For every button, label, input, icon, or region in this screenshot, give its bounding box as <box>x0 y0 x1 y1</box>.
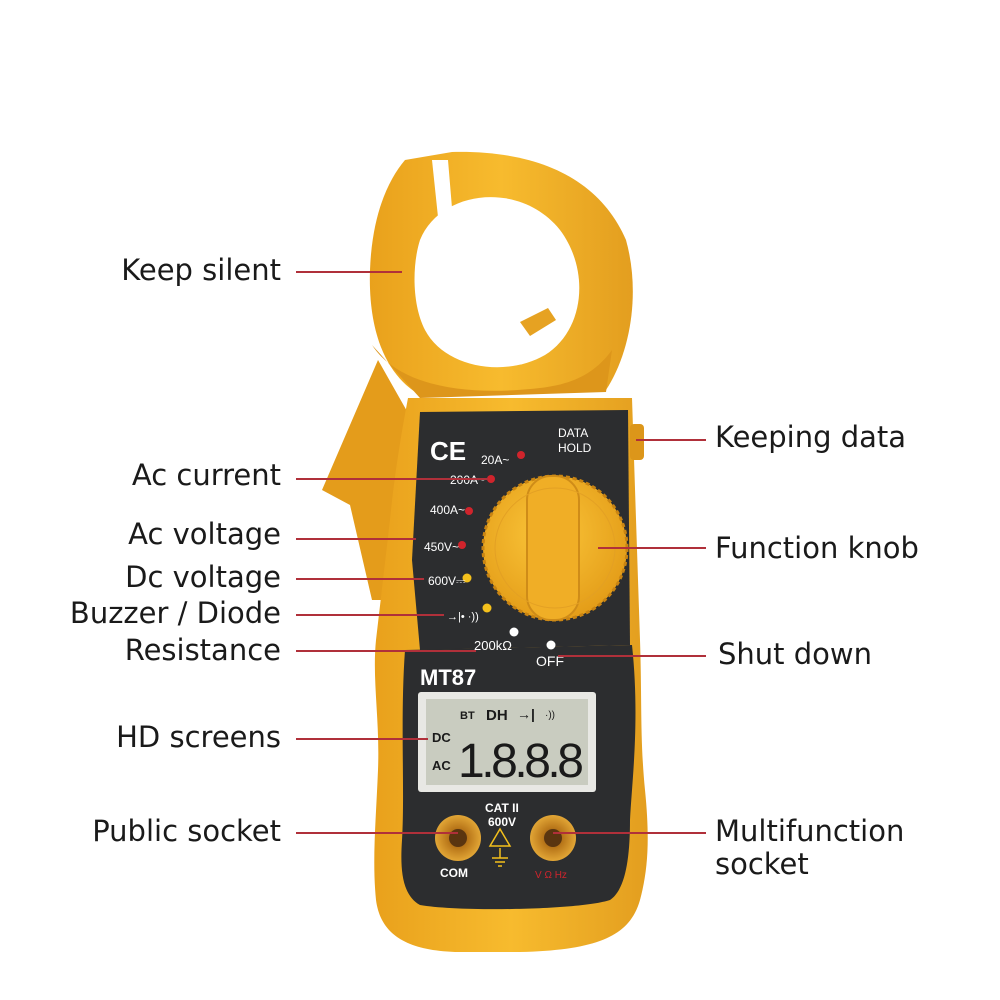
warning-triangle-icon <box>488 827 512 847</box>
leader-keep-silent <box>296 271 402 273</box>
range-diode: →|• ·)) <box>447 611 479 623</box>
data-hold-label-1: DATA <box>558 426 588 440</box>
leader-multifunction-socket <box>553 832 706 834</box>
callout-multifunction-line2: socket <box>715 847 809 882</box>
lcd-dh: DH <box>486 707 508 724</box>
callout-ac-current: Ac current <box>131 458 281 492</box>
leader-buzzer-diode <box>296 614 444 616</box>
leader-keeping-data <box>636 439 706 441</box>
lcd-sound: ·)) <box>545 710 555 721</box>
leader-public-socket <box>296 832 458 834</box>
dot-400a <box>465 507 473 515</box>
off-label: OFF <box>536 653 564 669</box>
jaw-gap <box>432 160 454 236</box>
cat-voltage: 600V <box>488 815 516 829</box>
dot-20a <box>517 451 525 459</box>
lcd-diode: →| <box>517 706 535 722</box>
callout-resistance: Resistance <box>124 633 281 667</box>
callout-shut-down: Shut down <box>718 637 873 671</box>
range-400a: 400A~ <box>430 503 465 517</box>
leader-ac-current <box>296 478 488 480</box>
callout-function-knob: Function knob <box>715 531 919 565</box>
range-450v: 450V~ <box>424 540 459 554</box>
ground-icon <box>492 848 508 867</box>
range-200k: 200kΩ <box>474 638 512 653</box>
callout-multifunction-socket: Multifunction socket <box>715 814 905 882</box>
dot-200k <box>509 627 519 637</box>
model-label: MT87 <box>420 665 476 690</box>
range-200a: 200A~ <box>450 473 485 487</box>
v-ohm-label: V Ω Hz <box>535 870 567 881</box>
data-hold-label-2: HOLD <box>558 441 592 455</box>
leader-resistance <box>296 650 476 652</box>
range-600v: 600V⎓ <box>428 574 466 588</box>
callout-buzzer-diode: Buzzer / Diode <box>69 596 281 630</box>
dot-200a <box>487 475 495 483</box>
callout-hd-screens: HD screens <box>116 720 281 754</box>
data-hold-button <box>630 424 644 460</box>
leader-shut-down <box>558 655 706 657</box>
range-20a: 20A~ <box>481 453 509 467</box>
dot-600v <box>462 573 472 583</box>
callout-keep-silent: Keep silent <box>121 253 281 287</box>
lcd-dc: DC <box>432 730 451 745</box>
leader-function-knob <box>598 547 706 549</box>
leader-dc-voltage <box>296 578 424 580</box>
leader-hd-screens <box>296 738 428 740</box>
callout-public-socket: Public socket <box>92 814 281 848</box>
knob-grip <box>526 475 580 621</box>
dot-off <box>546 640 556 650</box>
callout-keeping-data: Keeping data <box>715 420 907 454</box>
com-label: COM <box>440 866 468 880</box>
cat-label: CAT II <box>485 801 519 815</box>
lcd-ac: AC <box>432 758 451 773</box>
dot-450v <box>458 541 466 549</box>
leader-ac-voltage <box>296 538 416 540</box>
dot-diode <box>482 603 492 613</box>
lcd-digits: 1.8.8.8 <box>458 735 584 788</box>
lcd-bt: BT <box>460 710 475 722</box>
callout-ac-voltage: Ac voltage <box>128 517 281 551</box>
callout-dc-voltage: Dc voltage <box>125 560 281 594</box>
callout-multifunction-line1: Multifunction <box>715 814 905 848</box>
ce-mark: CE <box>430 436 466 466</box>
lcd-screen <box>426 699 588 785</box>
